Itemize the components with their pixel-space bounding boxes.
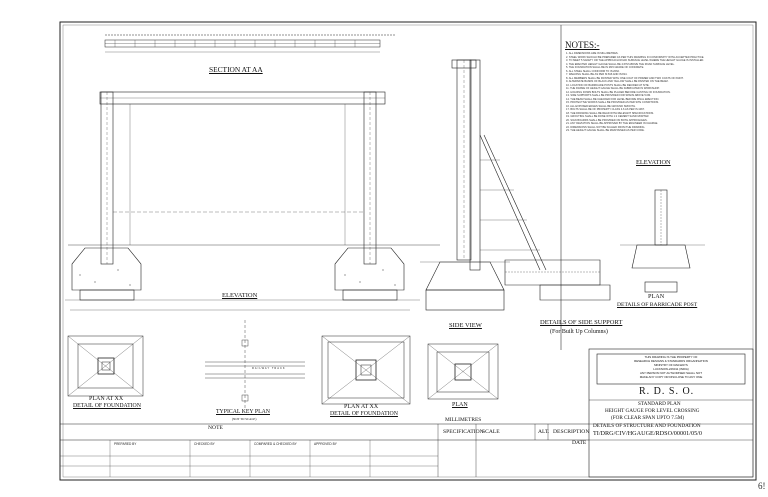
note-item: 6. ALL STEEL SHALL CONFORM TO IS:2062. — [566, 69, 620, 73]
units-label: MILLIMETRES — [445, 417, 482, 423]
sig-compared: COMPARED & CHECKED BY — [254, 442, 297, 446]
note-item: 11. THE FRAME OF HEIGHT GAUGE SHALL BE F… — [566, 87, 660, 90]
title-plan-xx-1: PLAN AT XX — [89, 396, 124, 402]
note-item: 13. SIDE SUPPORTS SHALL BE PROVIDED FOR … — [566, 94, 651, 97]
property-stamp: THIS DRAWING IS THE PROPERTY OF RESEARCH… — [600, 355, 742, 379]
key-plan-scale: (NOT TO SCALE) — [232, 417, 257, 421]
note-item: 16. ALL EXPOSED EDGES SHALL BE GROUND SM… — [566, 104, 636, 108]
note-item: 23. THE HEIGHT GAUGE SHALL BE MAINTAINED… — [566, 129, 645, 132]
side-view — [420, 59, 510, 311]
drawing-number: TI/DRG/CIV/HGAUGE/RDSO/00001/05/0 — [593, 430, 702, 437]
org-name: R. D. S. O. — [639, 386, 695, 397]
title-foundation-2: DETAIL OF FOUNDATION — [330, 411, 398, 417]
side-support-view — [469, 59, 611, 301]
stamp-line: ANY PERSON NOT AUTHORISED SHALL NOT — [639, 370, 703, 375]
note-item: 4. THE ERECTED HEIGHT GAUGE SHALL BE 4.6… — [566, 62, 675, 66]
note-item: 14. THE BEAM SHALL BE CHECKED FOR LEVEL … — [566, 97, 660, 101]
railway-track-label: RAILWAY TRACK — [252, 367, 286, 370]
title-elevation: ELEVATION — [222, 292, 258, 299]
title-plan-xx-2: PLAN AT XX — [344, 404, 379, 410]
note-item: 8. ALL MEMBERS SHALL BE PAINTED WITH ONE… — [566, 76, 684, 80]
stamp-line: MINISTRY OF RAILWAYS — [654, 362, 688, 367]
notes-list: 1. ALL DIMENSIONS ARE IN MILLIMETRES. 2.… — [566, 52, 754, 133]
note-item: 17. BOLTS SHALL BE OF PROPERTY CLASS 4.6… — [566, 108, 645, 111]
title-side-support: DETAILS OF SIDE SUPPORT — [540, 319, 623, 326]
note-item: 12. HOLDING DOWN BOLTS SHALL BE PLACED B… — [566, 90, 671, 94]
sig-prepared: PREPARED BY — [114, 442, 137, 446]
note-item: 21. ANY DEVIATION SHALL BE APPROVED BY T… — [566, 122, 659, 125]
note-item: 9. ALTERNATE BANDS OF BLACK AND YELLOW S… — [566, 80, 669, 83]
note-item: 3. TO MEET 5 SAFETY OR THE APPROACH ROAD… — [566, 59, 705, 62]
plan-xx-foundation-2 — [321, 335, 411, 405]
note-item: 18. THE DRAWING SHALL BE READ WITH RELEV… — [566, 111, 654, 115]
typical-key-plan — [205, 320, 305, 410]
stamp-line: RESEARCH DESIGNS & STANDARDS ORGANISATIO… — [634, 358, 708, 363]
title-barricade-detail: DETAILS OF BARRICADE POST — [617, 302, 698, 308]
specification-label: SPECIFICATION — [443, 429, 484, 435]
title-plan: PLAN — [452, 402, 468, 408]
title-side-view: SIDE VIEW — [449, 322, 482, 329]
sig-approved: APPROVED BY — [314, 442, 337, 446]
sheet-mark: 6! — [758, 481, 766, 491]
description-label: DESCRIPTION — [553, 429, 590, 435]
title-line-1: STANDARD PLAN — [638, 401, 681, 407]
note-item: 20. SIGN BOARDS SHALL BE PROVIDED ON BOT… — [566, 118, 648, 122]
stamp-line: MAKE ANY COPY OR DISCLOSE TO ANY ONE — [639, 374, 703, 379]
note-item: 2. STEEL WORK SHOULD BE PREPARED AS PER … — [566, 55, 705, 59]
notes-title: NOTES:- — [565, 40, 600, 50]
sig-checked: CHECKED BY — [194, 442, 215, 446]
foundation-hatch — [79, 269, 396, 286]
title-key-plan: TYPICAL KEY PLAN — [216, 409, 270, 415]
sheet-border — [59, 21, 757, 481]
note-item: 7. WELDING SHALL BE AS PER IS:816 AND IS… — [566, 73, 628, 76]
plan-foundation-3 — [427, 343, 499, 400]
title-line-3: (FOR CLEAR SPAN UPTO 7.5M) — [611, 415, 685, 421]
scale-label: SCALE — [482, 429, 500, 435]
date-label: DATE — [572, 440, 587, 446]
note-item: 19. GROUTING SHALL BE DONE WITH 1:2 CEME… — [566, 115, 650, 118]
elevation-frame — [65, 91, 440, 311]
stamp-line: THIS DRAWING IS THE PROPERTY OF — [644, 355, 698, 359]
note-item: 10. LOCATION OF BARRICADE POSTS SHALL BE… — [566, 83, 650, 87]
plan-xx-foundation-1 — [67, 335, 144, 397]
title-elevation-right: ELEVATION — [636, 159, 671, 166]
title-foundation-1: DETAIL OF FOUNDATION — [73, 403, 141, 409]
note-item: 22. DIMENSIONS SHALL NOT BE SCALED FROM … — [566, 125, 646, 129]
title-plan-barricade: PLAN — [648, 293, 665, 300]
title-section-aa: SECTION AT AA — [209, 65, 263, 74]
barricade-elevation — [620, 189, 705, 293]
note-item: 5. THE FOUNDATION SHALL BE IN M15 GRADE … — [566, 66, 645, 69]
title-line-2: HEIGHT GAUGE FOR LEVEL CROSSING — [605, 408, 700, 414]
note-item: 15. PROTECTIVE WORKS SHALL BE PROVIDED A… — [566, 101, 660, 104]
title-block — [60, 348, 754, 478]
subtitle-side-support: (For Built Up Columns) — [550, 329, 608, 335]
alt-label: ALT. — [538, 429, 550, 435]
title-line-4: DETAILS OF STRUCTURE AND FOUNDATION — [593, 423, 701, 429]
note-label: NOTE — [208, 425, 223, 431]
stamp-line: LUCKNOW-226011 (INDIA) — [653, 366, 689, 371]
note-item: 1. ALL DIMENSIONS ARE IN MILLIMETRES. — [566, 52, 619, 55]
section-aa-view — [104, 34, 395, 53]
